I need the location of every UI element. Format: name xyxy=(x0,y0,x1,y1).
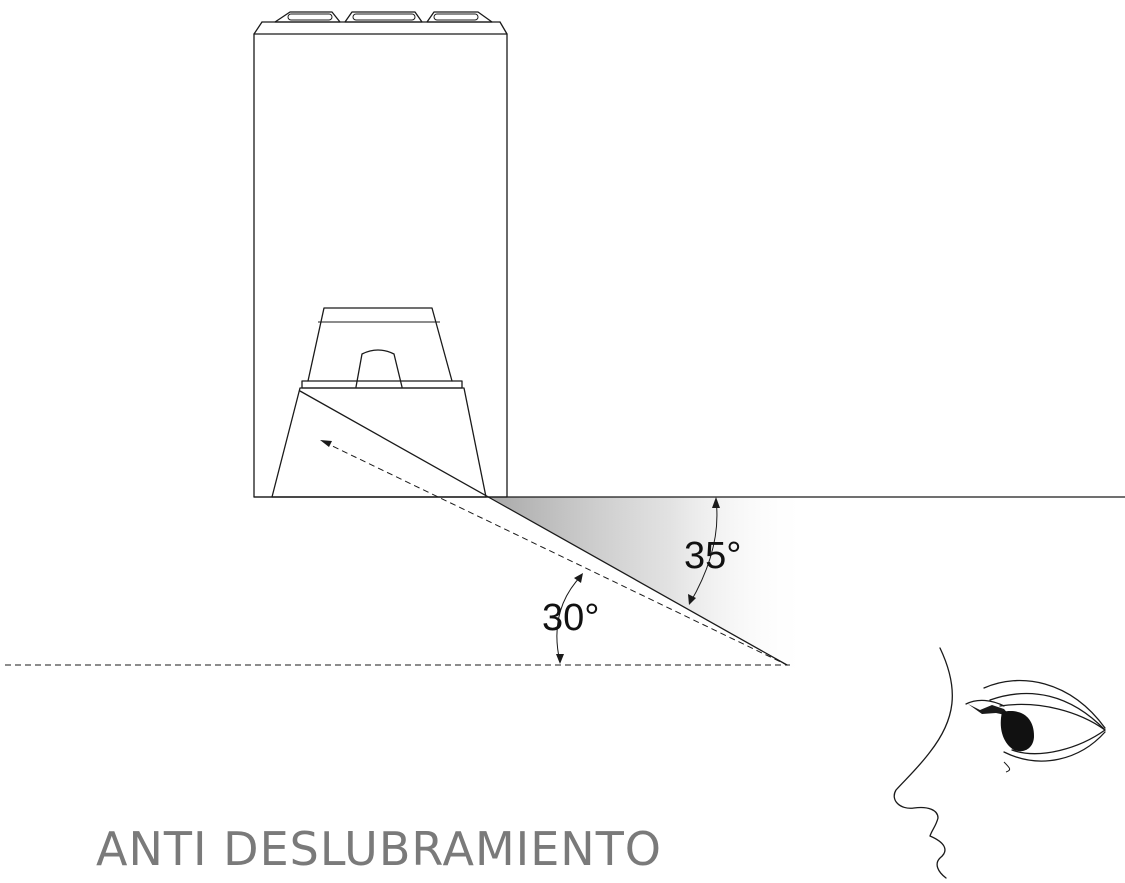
eye-face-profile-icon xyxy=(893,647,1106,879)
view-angle-label: 30° xyxy=(542,597,599,639)
cutoff-angle-label: 35° xyxy=(684,535,741,577)
sight-line xyxy=(323,441,788,666)
view-angle-marker xyxy=(556,573,583,664)
luminaire-housing-icon xyxy=(253,11,508,498)
cutoff-ray xyxy=(299,390,788,666)
cutoff-angle-marker xyxy=(688,497,720,605)
cutoff-angle-shade xyxy=(490,497,830,680)
lamp-bulb-icon xyxy=(271,307,487,498)
sight-line-arrow xyxy=(320,440,332,447)
diagram-caption: ANTI DESLUBRAMIENTO xyxy=(96,822,662,876)
